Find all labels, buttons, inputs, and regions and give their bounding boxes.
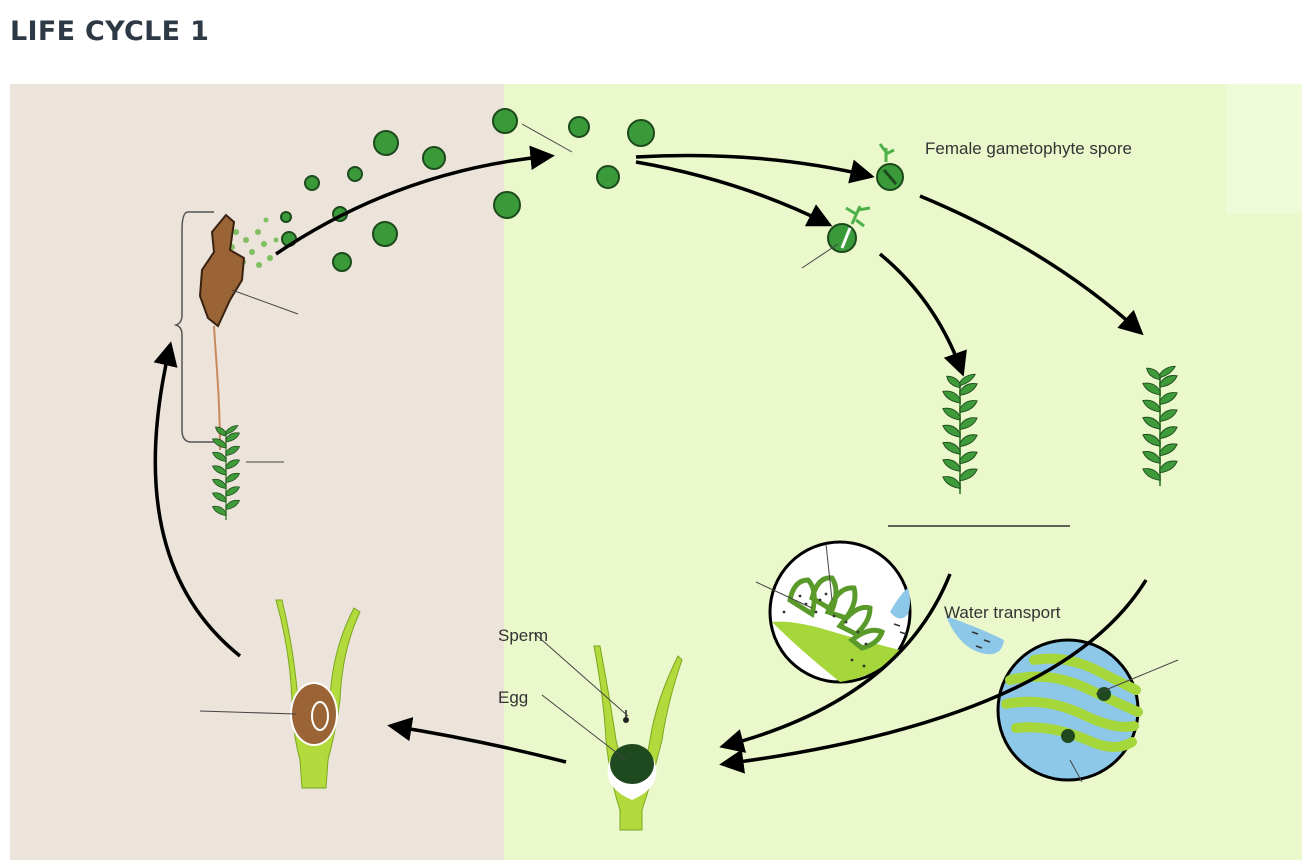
swimming-sperm bbox=[893, 623, 991, 649]
germinating-spore-female bbox=[876, 143, 904, 191]
arrow-to-male-spore bbox=[635, 160, 833, 227]
water-cell-tile bbox=[1226, 84, 1302, 214]
young-sporophyte bbox=[275, 599, 361, 789]
sporophyte bbox=[173, 211, 246, 521]
cycle-arrows bbox=[153, 145, 1148, 774]
label-sperm: Sperm bbox=[498, 626, 548, 645]
sporophyte-background bbox=[10, 84, 504, 860]
archegonium-detail bbox=[996, 638, 1143, 782]
archegonium-fertilization bbox=[593, 645, 683, 831]
leader-lines bbox=[199, 123, 1179, 783]
gametophyte-background bbox=[504, 84, 1302, 860]
label-egg: Egg bbox=[498, 688, 528, 707]
water-droplet bbox=[946, 616, 1004, 655]
arrow-to-plant-1 bbox=[878, 252, 967, 377]
egg-cell bbox=[610, 744, 654, 784]
page-title: LIFE CYCLE 1 bbox=[10, 16, 210, 47]
zygote bbox=[292, 684, 336, 744]
arrow-to-female-spore bbox=[635, 153, 875, 184]
arrow-to-young-sporophyte bbox=[387, 716, 567, 764]
antheridium-detail bbox=[768, 540, 912, 684]
arrow-spores-release bbox=[275, 145, 555, 256]
sporophyte-bracket bbox=[173, 211, 214, 443]
germinating-spore-male bbox=[827, 205, 871, 253]
life-cycle-diagram: Female gametophyte spore Water transport… bbox=[10, 84, 1302, 860]
spore-capsule bbox=[198, 213, 246, 328]
label-water-transport: Water transport bbox=[944, 603, 1061, 622]
spore-cluster bbox=[280, 108, 655, 272]
label-female-spore: Female gametophyte spore bbox=[925, 139, 1132, 158]
arrow-archegonium-to-egg bbox=[719, 579, 1148, 774]
arrow-antheridium-to-egg bbox=[719, 573, 952, 753]
arrow-to-plant-2 bbox=[919, 194, 1144, 336]
arrow-up-to-capsule bbox=[153, 341, 242, 658]
